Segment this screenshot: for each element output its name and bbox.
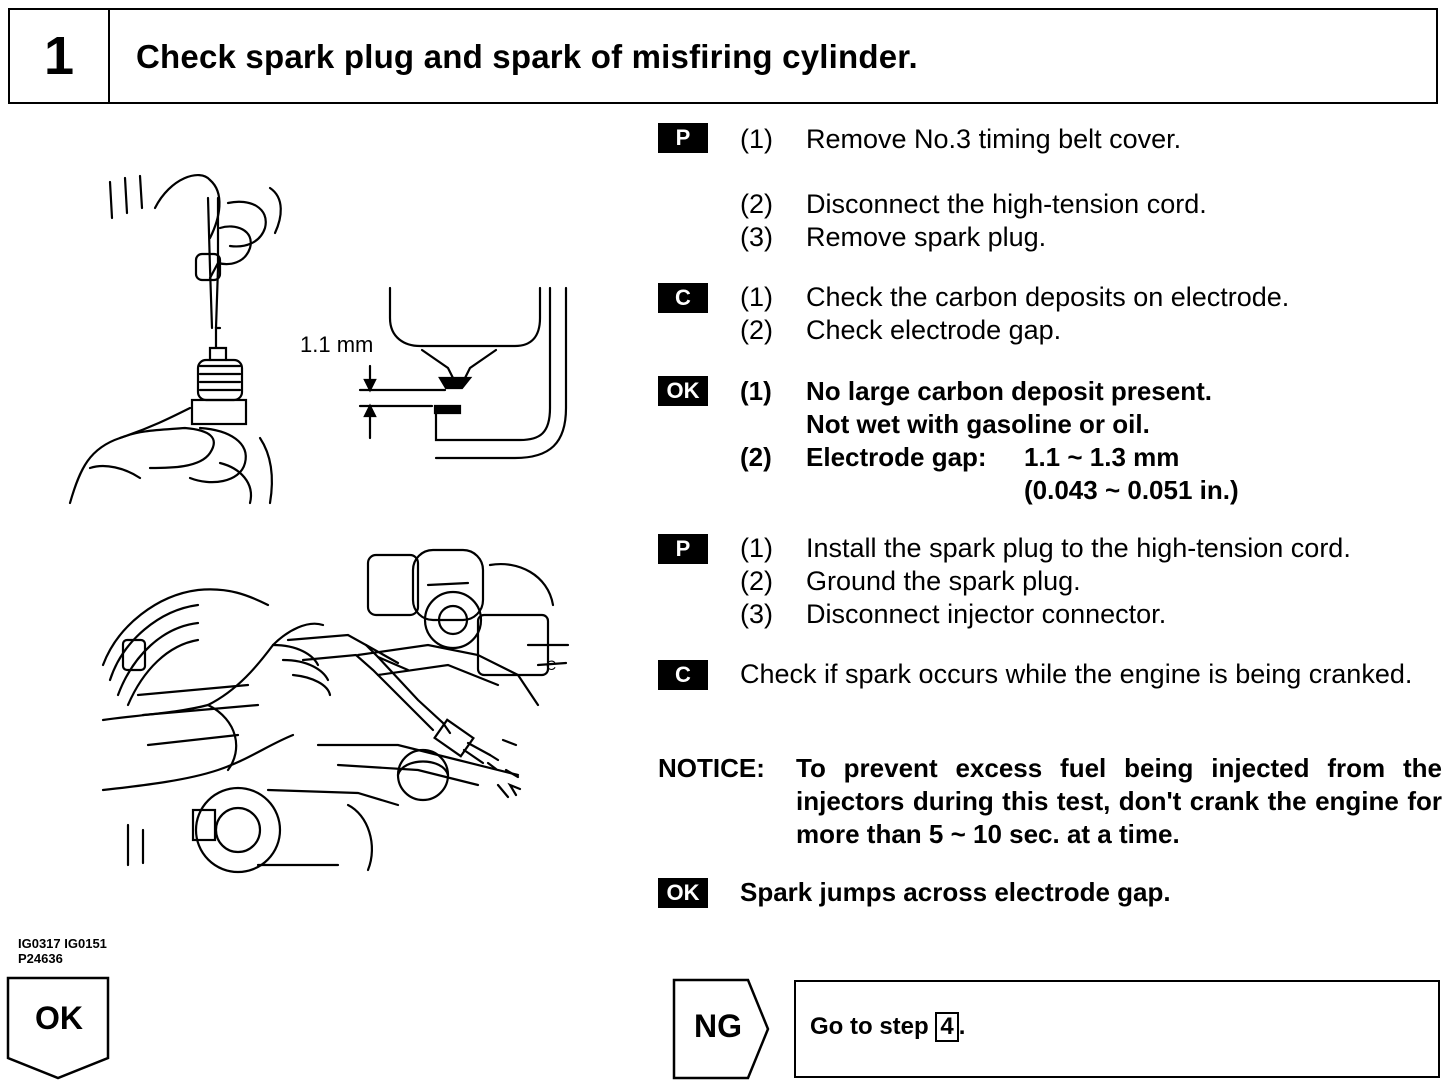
ng-action-period: . <box>958 1013 966 1040</box>
figure-code: P24636 <box>18 951 63 966</box>
gap-dimension-label: 1.1 mm <box>300 332 373 357</box>
item-number: (1) <box>740 376 772 406</box>
step-number: 1 <box>10 10 110 102</box>
step-reference[interactable]: 4 <box>935 1012 959 1042</box>
gap-value-inch: (0.043 ~ 0.051 in.) <box>1024 475 1239 505</box>
ok-result: Spark jumps across electrode gap. <box>740 877 1171 907</box>
ng-action-box: Go to step 4. <box>794 980 1440 1078</box>
figure-codes: IG0317 IG0151 P24636 <box>18 936 107 966</box>
step-title: Check spark plug and spark of misfiring … <box>136 38 918 75</box>
ng-action-text: Go to step 4. <box>810 1012 965 1042</box>
item-number: (2) <box>740 566 773 596</box>
gap-value: 1.1 ~ 1.3 mm <box>1024 442 1180 472</box>
item-text: Remove No.3 timing belt cover. <box>806 124 1182 154</box>
item-text: Check electrode gap. <box>806 315 1062 345</box>
item-text: Disconnect the high-tension cord. <box>806 189 1207 219</box>
item-number: (2) <box>740 315 773 345</box>
badge-ok: OK <box>658 376 708 406</box>
item-number: (1) <box>740 533 773 563</box>
ok-criterion: Not wet with gasoline or oil. <box>806 409 1150 439</box>
item-text: Remove spark plug. <box>806 222 1047 252</box>
badge-procedure: P <box>658 123 708 153</box>
item-number: (1) <box>740 282 773 312</box>
spark-plug-gap-illustration: 1.1 mm <box>68 174 568 505</box>
svg-text:C: C <box>546 657 556 673</box>
notice-text: To prevent excess fuel being injected fr… <box>796 753 1442 849</box>
gap-label: Electrode gap: <box>806 442 987 472</box>
badge-check: C <box>658 660 708 690</box>
item-number: (3) <box>740 222 773 252</box>
badge-procedure: P <box>658 534 708 564</box>
ng-flow-label: NG <box>694 1008 742 1044</box>
notice-label: NOTICE: <box>658 753 765 783</box>
item-number: (2) <box>740 442 772 472</box>
item-text: Ground the spark plug. <box>806 566 1081 596</box>
ng-flow-arrow <box>672 978 770 1080</box>
ng-action-label: Go to step <box>810 1013 929 1040</box>
figure-code: IG0317 IG0151 <box>18 936 107 951</box>
item-number: (2) <box>740 189 773 219</box>
item-text: Disconnect injector connector. <box>806 599 1167 629</box>
badge-ok: OK <box>658 878 708 908</box>
step-header: 1 Check spark plug and spark of misfirin… <box>8 8 1438 104</box>
item-text: Install the spark plug to the high-tensi… <box>806 533 1351 563</box>
badge-check: C <box>658 283 708 313</box>
spark-test-illustration: C <box>101 548 570 874</box>
item-number: (3) <box>740 599 773 629</box>
ok-flow-label: OK <box>35 1000 83 1036</box>
item-text: Check the carbon deposits on electrode. <box>806 282 1290 312</box>
ok-criterion: No large carbon deposit present. <box>806 376 1212 406</box>
ok-flow-arrow <box>6 976 110 1080</box>
check-text: Check if spark occurs while the engine i… <box>740 659 1413 689</box>
item-number: (1) <box>740 124 773 154</box>
